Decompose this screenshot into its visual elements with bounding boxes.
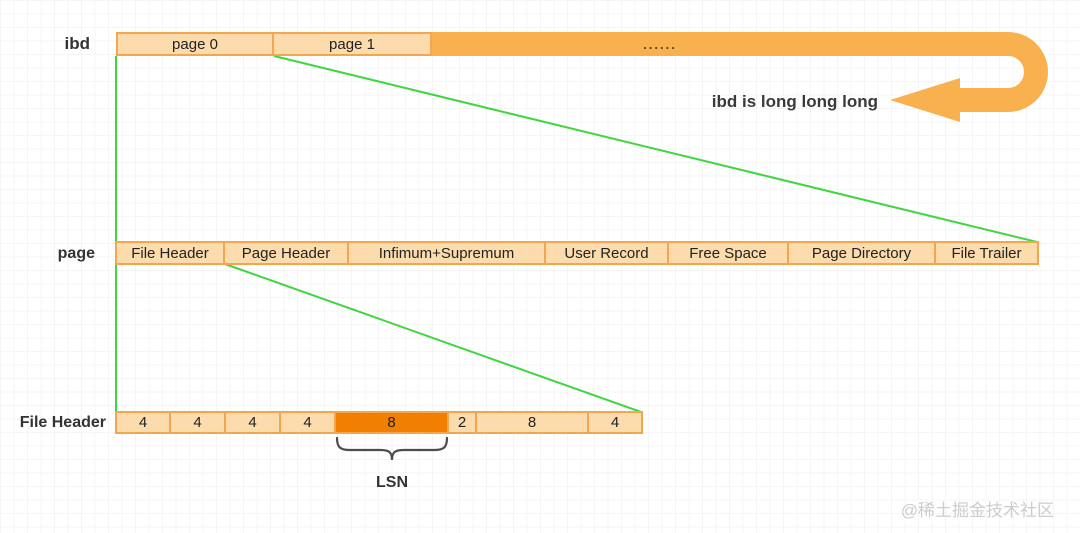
watermark: @稀土掘金技术社区 bbox=[900, 501, 1054, 520]
ibd-row-label: ibd bbox=[64, 34, 91, 53]
ibd-bar-ellipsis: ...... bbox=[643, 37, 677, 52]
page-segment-file-header: File Header bbox=[115, 241, 225, 265]
lsn-label: LSN bbox=[376, 474, 408, 491]
page-segment-user-record: User Record bbox=[544, 241, 669, 265]
file-header-cell-5: 2 bbox=[447, 411, 477, 434]
file-header-cell-3: 4 bbox=[279, 411, 336, 434]
file-header-cell-1: 4 bbox=[169, 411, 226, 434]
file-header-cell-6: 8 bbox=[475, 411, 589, 434]
file-header-cell-0: 4 bbox=[115, 411, 171, 434]
page-segment-page-header: Page Header bbox=[223, 241, 349, 265]
page-row-label: page bbox=[57, 245, 95, 262]
page-segment-file-trailer: File Trailer bbox=[934, 241, 1039, 265]
ibd-page0-box: page 0 bbox=[116, 32, 274, 56]
connector-line-page0-right bbox=[273, 55, 1038, 243]
ibd-page1-box: page 1 bbox=[272, 32, 432, 56]
connector-line-fileheader-right bbox=[224, 263, 642, 413]
file-header-row-label: File Header bbox=[19, 414, 106, 431]
file-header-cell-lsn: 8 bbox=[334, 411, 449, 434]
page-segment-free-space: Free Space bbox=[667, 241, 789, 265]
ibd-arrow-note: ibd is long long long bbox=[711, 92, 878, 111]
page-segment-infimum-supremum: Infimum+Supremum bbox=[347, 241, 546, 265]
page-segment-page-directory: Page Directory bbox=[787, 241, 936, 265]
file-header-cell-7: 4 bbox=[587, 411, 643, 434]
ibd-long-bar bbox=[432, 32, 1048, 112]
file-header-cell-2: 4 bbox=[224, 411, 281, 434]
u-turn-arrow-icon bbox=[890, 78, 960, 122]
brace-icon bbox=[335, 436, 449, 461]
